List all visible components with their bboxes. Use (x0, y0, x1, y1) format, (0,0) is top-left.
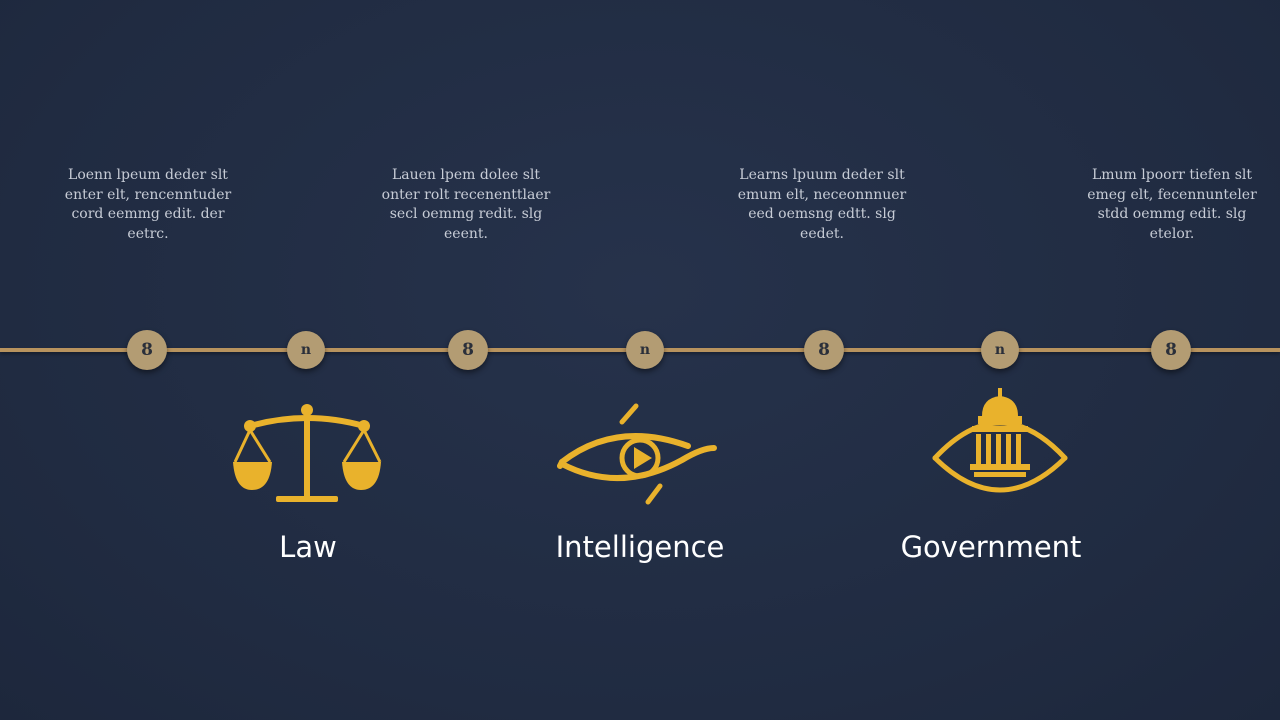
timeline-node-5: 8 (804, 330, 844, 370)
note-3: Learns lpuum deder slt emum elt, neceonn… (737, 167, 907, 242)
note-1: Loenn lpeum deder slt enter elt, rencenn… (64, 167, 232, 242)
timeline-node-7: 8 (1151, 330, 1191, 370)
eye-icon (557, 403, 717, 505)
category-label-government: Government (900, 530, 1082, 564)
timeline-node-1: 8 (127, 330, 167, 370)
timeline-node-2: n (287, 331, 325, 369)
note-2: Lauen lpem dolee slt onter rolt recenent… (381, 167, 551, 242)
timeline-node-4: n (626, 331, 664, 369)
category-label-intelligence: Intelligence (555, 530, 725, 564)
timeline-node-6: n (981, 331, 1019, 369)
category-label-law: Law (279, 530, 337, 564)
note-4: Lmum lpoorr tiefen slt emeg elt, fecennu… (1087, 167, 1257, 242)
scales-of-justice-icon (233, 404, 382, 502)
timeline-node-3: 8 (448, 330, 488, 370)
capitol-building-icon (932, 388, 1068, 493)
